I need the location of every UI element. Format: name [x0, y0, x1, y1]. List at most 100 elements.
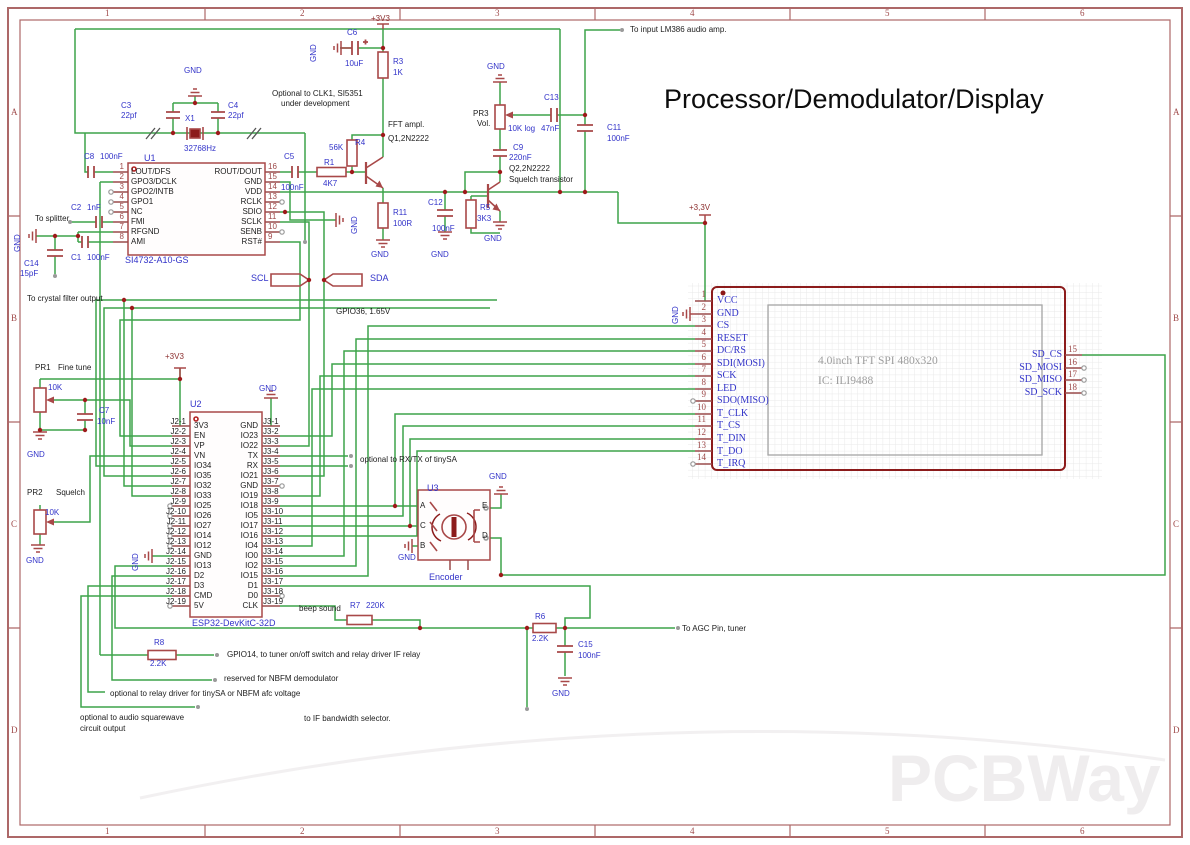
pin-number: 2 [119, 172, 124, 181]
note-gpio36: GPIO36, 1.65V [336, 307, 391, 316]
pin-number: 3 [701, 314, 707, 325]
label-c4-val: 22pf [228, 111, 244, 120]
u1-ref: U1 [144, 153, 156, 163]
connector-label: J2-2 [170, 427, 186, 436]
gnd-u1pin15 [335, 213, 344, 227]
label-c12-val: 100nF [432, 224, 455, 233]
label-c3-val: 22pf [121, 111, 137, 120]
pin-name: CLK [242, 601, 258, 610]
gnd-r11 [376, 239, 390, 248]
gnd-pr3 [493, 74, 507, 83]
page-title: Processor/Demodulator/Display [664, 84, 1044, 114]
pin-number: 14 [697, 452, 706, 463]
u3-value: Encoder [429, 572, 463, 582]
capacitor-c8 [87, 166, 95, 178]
connector-label: J3-17 [263, 577, 284, 586]
note-sqw1: optional to audio squarewave [80, 713, 185, 722]
label-c11-ref: C11 [607, 123, 622, 132]
label-c11-val: 100nF [607, 134, 630, 143]
u3-pin-e: E [482, 501, 488, 510]
label-pr1-val: 10K [48, 383, 63, 392]
label-r5-ref: R5 [480, 203, 491, 212]
label-r4-val: 56K [329, 143, 344, 152]
dnp-slashes [145, 127, 262, 140]
connector-label: J2-13 [165, 537, 186, 546]
power-label-3v3-tft: +3,3V [689, 203, 711, 212]
pin-name: IO12 [194, 541, 212, 550]
pin-name: IO2 [245, 561, 258, 570]
pin-name: SCLK [241, 217, 262, 226]
gnd-label: GND [371, 250, 389, 259]
label-c1-val: 100nF [87, 253, 110, 262]
pin-name: CMD [194, 591, 213, 600]
connector-label: J3-4 [263, 447, 279, 456]
gnd-c15 [558, 677, 572, 686]
connector-label: J3-16 [263, 567, 284, 576]
pin-name: FMI [131, 217, 145, 226]
label-r1-val: 4K7 [323, 179, 338, 188]
connector-label: J2-16 [165, 567, 186, 576]
capacitor-c4 [211, 111, 225, 119]
pin-name: RX [246, 461, 258, 470]
capacitor-c12 [437, 209, 453, 217]
tft-pin1-marker [720, 290, 726, 296]
u1-pin1-marker [131, 166, 137, 172]
pin-number: 9 [701, 389, 707, 400]
u2-value: ESP32-DevKitC-32D [192, 618, 276, 628]
gnd-label: GND [484, 234, 502, 243]
label-pr2-ref: PR2 [27, 488, 43, 497]
pin-name: AMI [131, 237, 146, 246]
pin-name: IO13 [194, 561, 212, 570]
pin-name: SD_MOSI [1019, 361, 1062, 373]
frame-col-label: 3 [495, 826, 500, 836]
label-c2-ref: C2 [71, 203, 82, 212]
pin-name: RESET [717, 332, 748, 344]
u3-pin-c: C [420, 521, 426, 530]
first-pin-markers [131, 166, 726, 422]
label-r3-ref: R3 [393, 57, 404, 66]
pin-name: IO22 [240, 441, 258, 450]
label-pr3-ref: PR3 [473, 109, 489, 118]
frame-row-label: C [11, 519, 18, 529]
label-pr3-desc: Vol. [477, 119, 491, 128]
pin-name: IO17 [240, 521, 258, 530]
pin-name: IO5 [245, 511, 258, 520]
note-sqw2: circuit output [80, 724, 126, 733]
label-c5-ref: C5 [284, 152, 295, 161]
note-clk1b: under development [281, 99, 350, 108]
label-pr1-ref: PR1 [35, 363, 51, 372]
pin-name: SD_MISO [1019, 374, 1062, 386]
resistor-r7 [346, 614, 373, 626]
u3-ref: U3 [427, 483, 439, 493]
label-c3-ref: C3 [121, 101, 132, 110]
pin-name: ROUT/DOUT [214, 167, 262, 176]
resistor-r1 [316, 166, 347, 178]
pin-name: RCLK [240, 197, 262, 206]
pin-name: IO21 [240, 471, 258, 480]
pr2-wiper-arrow [46, 518, 54, 526]
pin-number: 3 [119, 182, 124, 191]
transistor-q1 [364, 156, 384, 189]
pin-number: 15 [268, 172, 277, 181]
pin-number: 1 [119, 162, 124, 171]
sda-flag [322, 273, 363, 287]
gnd-label: GND [552, 689, 570, 698]
pin-name: SDO(MISO) [717, 395, 769, 407]
connector-label: J3-2 [263, 427, 279, 436]
note-lm386: To input LM386 audio amp. [630, 25, 727, 34]
pin-number: 18 [1068, 381, 1077, 392]
pin-number: 13 [268, 192, 277, 201]
u3-pin-b: B [420, 541, 426, 550]
pot-pr3 [494, 104, 506, 130]
gnd-tft-pin2 [682, 307, 695, 321]
note-q2b: Squelch transistor [509, 175, 574, 184]
gnd-splitter [28, 229, 37, 243]
frame-col-label: 2 [300, 826, 305, 836]
power-label-3v3-esp: +3V3 [165, 352, 184, 361]
net-label-scl: SCL [251, 273, 269, 283]
label-r5-val: 3K3 [477, 214, 492, 223]
capacitor-c15 [557, 645, 573, 653]
note-nbfm: reserved for NBFM demodulator [224, 674, 339, 683]
